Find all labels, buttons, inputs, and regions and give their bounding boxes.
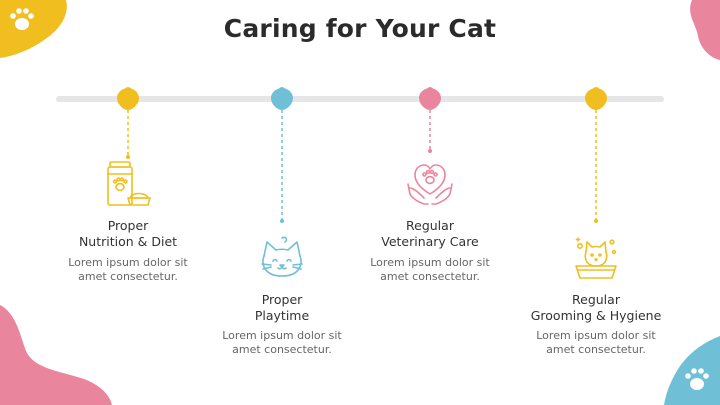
paw-icon [10,8,34,30]
step-4-description: Lorem ipsum dolor sit amet consectetur. [536,329,656,356]
step-3-title: Regular Veterinary Care [381,218,479,249]
step-1-title: Proper Nutrition & Diet [78,218,178,249]
timeline-connector-1 [126,110,130,159]
step-2-title: Proper Playtime [254,292,310,323]
step-3-description: Lorem ipsum dolor sit amet consectetur. [370,256,490,283]
corner-blob-top-left [0,0,67,58]
paw-icon [685,368,709,390]
timeline-marker-1 [117,87,139,110]
timeline-marker-4 [585,87,607,110]
corner-blob-top-right [690,0,720,60]
cat-bath-icon [575,237,617,279]
corner-blob-bottom-right [664,336,720,405]
timeline-marker-2 [271,87,293,110]
corner-blob-bottom-left [0,305,112,405]
step-1-description: Lorem ipsum dolor sit amet consectetur. [68,256,188,283]
timeline-connector-4 [594,110,598,223]
slide-title: Caring for Your Cat [223,14,497,43]
timeline-track [56,96,664,102]
cat-face-icon [261,236,303,277]
timeline-connector-2 [280,110,284,223]
timeline-marker-3 [419,87,441,110]
heart-hands-paw-icon [407,164,453,205]
timeline-connector-3 [428,110,432,153]
step-4-title: Regular Grooming & Hygiene [530,292,662,323]
step-2-description: Lorem ipsum dolor sit amet consectetur. [222,329,342,356]
cat-food-icon [107,161,151,206]
